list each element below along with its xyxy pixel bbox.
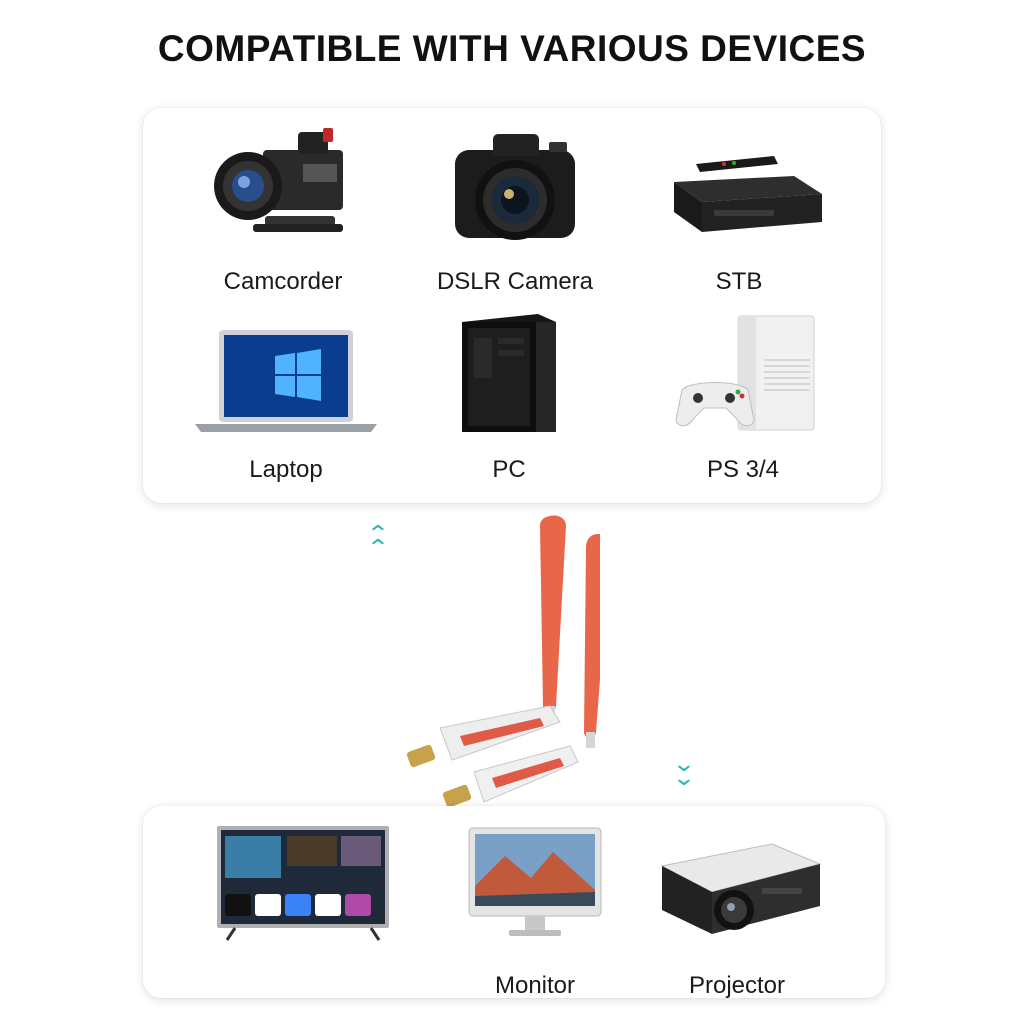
device-monitor: Monitor <box>425 826 645 999</box>
device-laptop: Laptop <box>176 320 396 483</box>
device-label: Laptop <box>249 456 323 483</box>
device-smart-tv <box>193 824 413 944</box>
download-arrows-icon: ⌄ ⌄ <box>672 752 696 791</box>
device-label: Projector <box>688 972 786 999</box>
antenna-left <box>540 515 566 724</box>
device-camcorder: Camcorder <box>173 120 393 295</box>
device-stb: STB <box>629 120 849 295</box>
projector-icon <box>660 843 822 934</box>
laptop-icon <box>195 330 377 432</box>
device-label: Camcorder <box>223 268 343 295</box>
receiver-unit <box>442 745 579 808</box>
antenna-right <box>584 534 600 748</box>
monitor-icon <box>468 827 602 936</box>
device-label: STB <box>715 268 763 295</box>
device-label: DSLR Camera <box>436 268 594 295</box>
dslr-camera-icon <box>455 134 575 240</box>
device-game-console: PS 3/4 <box>633 308 853 483</box>
upload-arrows-icon: ⌃ ⌃ <box>366 522 390 561</box>
pc-tower-icon <box>462 314 556 432</box>
device-label: PS 3/4 <box>706 456 780 483</box>
wireless-hdmi-kit-icon <box>406 515 600 808</box>
page-title: COMPATIBLE WITH VARIOUS DEVICES <box>157 28 867 69</box>
smart-tv-icon <box>217 826 389 941</box>
transmitter-unit <box>406 705 561 768</box>
device-pc: PC <box>399 308 619 483</box>
set-top-box-icon <box>674 156 822 232</box>
display-devices-panel: Monitor Projector <box>143 806 885 999</box>
device-dslr-camera: DSLR Camera <box>405 120 625 295</box>
source-devices-panel: Camcorder DSLR Camera STB <box>143 108 881 503</box>
device-label: PC <box>492 456 526 483</box>
camcorder-icon <box>214 128 343 232</box>
game-console-icon <box>675 315 815 431</box>
device-projector: Projector <box>627 836 847 999</box>
device-label: Monitor <box>494 972 576 999</box>
